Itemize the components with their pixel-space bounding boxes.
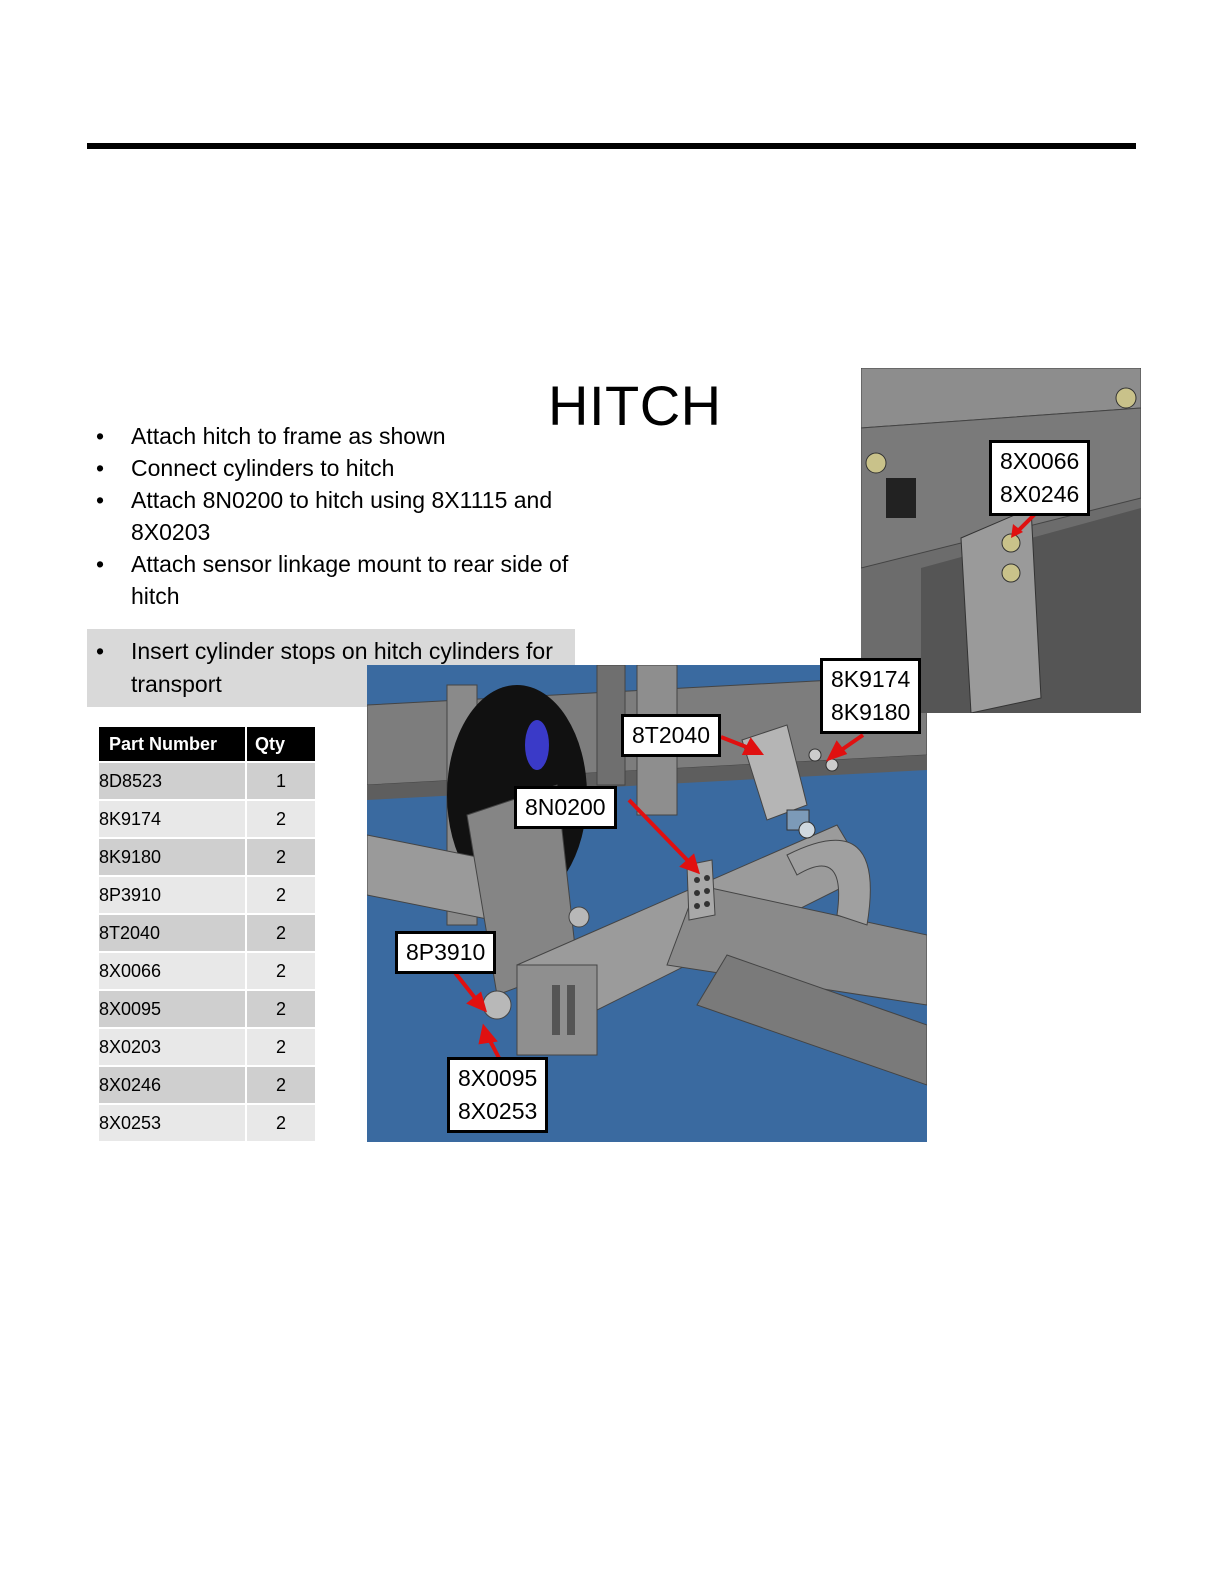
instruction-step: Attach sensor linkage mount to rear side… [96, 548, 616, 612]
callout-label: 8T2040 [632, 722, 711, 748]
part-number-cell: 8P3910 [99, 875, 247, 914]
callout-label: 8K9174 [831, 666, 911, 692]
part-number-cell: 8T2040 [99, 913, 247, 952]
qty-header: Qty [246, 727, 315, 762]
qty-cell: 2 [246, 799, 315, 838]
qty-cell: 2 [246, 913, 315, 952]
qty-cell: 2 [246, 989, 315, 1028]
part-number-cell: 8K9180 [99, 837, 247, 876]
header-rule [87, 143, 1136, 149]
callout-label: 8K9180 [831, 699, 911, 725]
table-header-row: Part Number Qty [99, 727, 315, 762]
part-number-cell: 8X0246 [99, 1065, 247, 1104]
callout-8x0095-8x0253: 8X0095 8X0253 [447, 1057, 549, 1133]
callout-8p3910: 8P3910 [395, 931, 497, 974]
qty-cell: 2 [246, 951, 315, 990]
sensor-plate [686, 859, 716, 921]
instruction-step: Attach hitch to frame as shown [96, 420, 616, 452]
qty-cell: 2 [246, 1065, 315, 1104]
part-number-cell: 8X0066 [99, 951, 247, 990]
callout-label: 8X0066 [1000, 448, 1080, 474]
callout-8x0066-8x0246: 8X0066 8X0246 [989, 440, 1091, 516]
callout-label: 8X0095 [458, 1065, 538, 1091]
callout-8k9174-8k9180: 8K9174 8K9180 [820, 658, 922, 734]
part-number-cell: 8X0095 [99, 989, 247, 1028]
callout-8t2040: 8T2040 [621, 714, 722, 757]
part-number-header: Part Number [99, 727, 247, 762]
callout-label: 8P3910 [406, 939, 486, 965]
qty-cell: 2 [246, 1027, 315, 1066]
qty-cell: 1 [246, 761, 315, 800]
qty-cell: 2 [246, 837, 315, 876]
instruction-step: Connect cylinders to hitch [96, 452, 616, 484]
callout-label: 8X0253 [458, 1098, 538, 1124]
callout-label: 8X0246 [1000, 481, 1080, 507]
callout-8n0200: 8N0200 [514, 786, 617, 829]
callout-label: 8N0200 [525, 794, 606, 820]
note-bullet: • [96, 638, 105, 664]
part-number-cell: 8X0253 [99, 1103, 247, 1141]
part-number-cell: 8K9174 [99, 799, 247, 838]
hitch-tongue [482, 824, 927, 1086]
part-number-cell: 8X0203 [99, 1027, 247, 1066]
instruction-step: Attach 8N0200 to hitch using 8X1115 and … [96, 484, 616, 548]
part-number-cell: 8D8523 [99, 761, 247, 800]
qty-cell: 2 [246, 875, 315, 914]
qty-cell: 2 [246, 1103, 315, 1141]
transport-note-text: Insert cylinder stops on hitch cylinders… [131, 638, 553, 697]
instruction-list: Attach hitch to frame as shown Connect c… [96, 420, 616, 612]
